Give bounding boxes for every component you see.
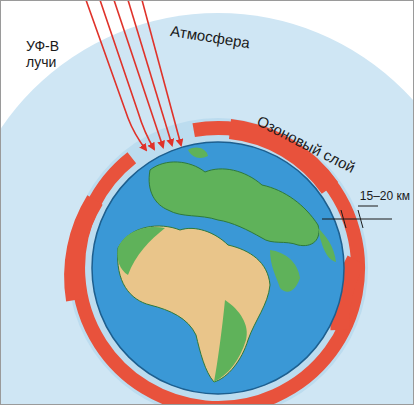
ozone-layer xyxy=(78,128,358,404)
africa xyxy=(118,226,270,382)
europe-asia xyxy=(149,162,319,246)
thickness-marker xyxy=(322,206,392,228)
dimension-label: 15–20 км xyxy=(360,190,410,204)
uv-rays xyxy=(86,1,181,150)
rays-label: УФ-В лучи xyxy=(26,38,70,70)
earth xyxy=(92,142,344,394)
atmosphere xyxy=(1,13,413,404)
